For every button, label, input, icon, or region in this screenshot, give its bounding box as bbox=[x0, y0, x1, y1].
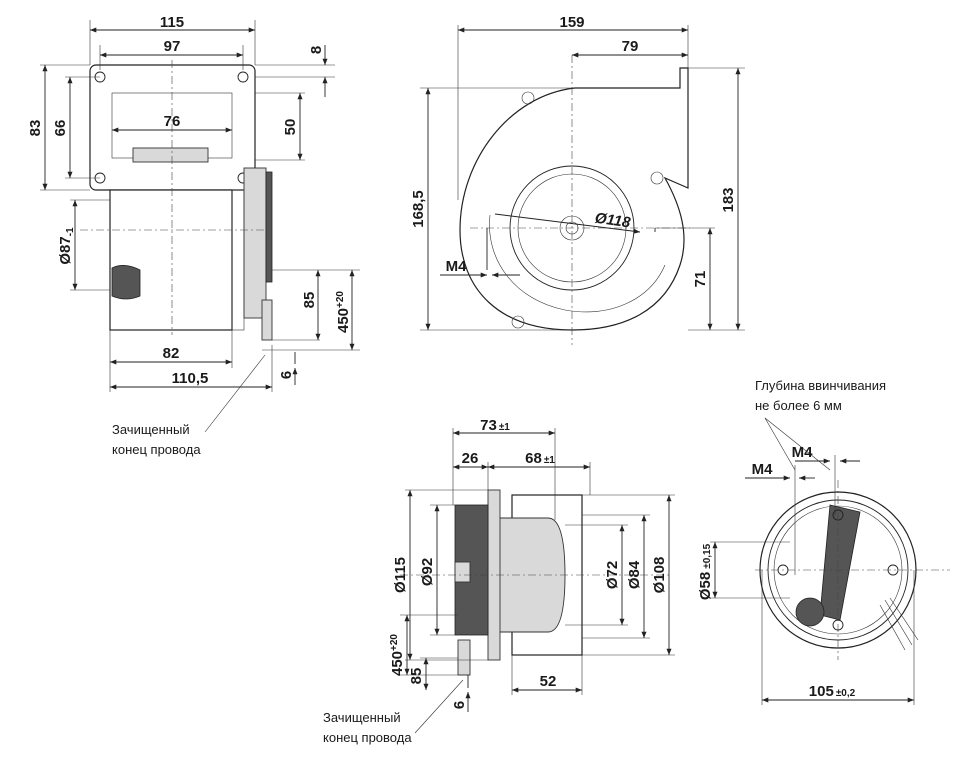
dim-110-5: 110,5 bbox=[172, 370, 209, 387]
dim-76: 76 bbox=[164, 113, 181, 130]
dim-79: 79 bbox=[622, 38, 639, 55]
dim-d58: Ø58 bbox=[697, 572, 714, 600]
front-motor-plate bbox=[243, 167, 267, 319]
dim-82: 82 bbox=[163, 345, 180, 362]
dim-105-tol: ±0,2 bbox=[836, 688, 856, 699]
side-housing bbox=[459, 67, 689, 331]
dim-26: 26 bbox=[462, 450, 479, 467]
front-housing-side bbox=[231, 189, 245, 331]
svg-text:Ø87-1: Ø87-1 bbox=[57, 227, 76, 265]
svg-text:73±1: 73±1 bbox=[480, 417, 510, 434]
dim-73: 73 bbox=[480, 417, 497, 434]
dim-6: 6 bbox=[278, 371, 295, 379]
front-inlet bbox=[111, 265, 141, 300]
motor-note-line2: не более 6 мм bbox=[755, 398, 842, 413]
dim-d118: Ø118 bbox=[594, 210, 632, 232]
front-housing bbox=[109, 189, 233, 331]
front-cable bbox=[261, 299, 273, 341]
motor-note-line1: Глубина ввинчивания bbox=[755, 378, 886, 393]
front-motor-pcb bbox=[265, 171, 273, 283]
motor-view: Глубина ввинчивания не более 6 мм M4 M4 … bbox=[697, 378, 950, 705]
dim-8: 8 bbox=[308, 46, 325, 54]
dim-52: 52 bbox=[540, 673, 557, 690]
svg-text:105±0,2: 105±0,2 bbox=[809, 683, 856, 700]
dim-50: 50 bbox=[282, 119, 299, 136]
dim-168-5: 168,5 bbox=[410, 190, 427, 228]
dim-d87-tol: -1 bbox=[65, 227, 76, 236]
dim-d87: Ø87 bbox=[57, 236, 74, 264]
dim-68: 68 bbox=[525, 450, 542, 467]
svg-text:Ø58±0,15: Ø58 ±0,15 bbox=[697, 543, 714, 600]
dim-68-tol: ±1 bbox=[544, 455, 555, 466]
bottom-cable bbox=[457, 639, 471, 676]
front-note-line2: конец провода bbox=[112, 442, 201, 457]
dim-450b-tol: +20 bbox=[389, 634, 400, 651]
front-outlet-bar bbox=[132, 147, 209, 163]
bottom-note-line1: Зачищенный bbox=[323, 710, 401, 725]
dim-d84: Ø84 bbox=[626, 560, 643, 589]
mount-hole-icon bbox=[511, 91, 664, 329]
dim-73-tol: ±1 bbox=[499, 422, 510, 433]
dim-m4-motor: M4 bbox=[752, 461, 773, 478]
dim-450b: 450 bbox=[389, 651, 406, 676]
dim-159: 159 bbox=[559, 14, 584, 31]
dim-6b: 6 bbox=[451, 701, 468, 709]
dim-m4-motor-b: M4 bbox=[792, 444, 813, 461]
svg-text:450+20: 450+20 bbox=[335, 291, 352, 333]
dim-66: 66 bbox=[52, 120, 69, 137]
dim-450-tol: +20 bbox=[335, 291, 346, 308]
bottom-note-line2: конец провода bbox=[323, 730, 412, 745]
dim-83: 83 bbox=[27, 120, 44, 137]
dim-d108: Ø108 bbox=[651, 557, 668, 594]
dim-85: 85 bbox=[301, 292, 318, 309]
motor-wires bbox=[879, 597, 919, 651]
motor-capacitor bbox=[795, 597, 825, 627]
svg-text:68±1: 68±1 bbox=[525, 450, 555, 467]
front-note-line1: Зачищенный bbox=[112, 422, 190, 437]
dim-d72: Ø72 bbox=[604, 561, 621, 589]
dim-d58-tol: ±0,15 bbox=[702, 543, 713, 568]
dim-105: 105 bbox=[809, 683, 834, 700]
dim-450: 450 bbox=[335, 308, 352, 333]
dim-d115: Ø115 bbox=[392, 557, 409, 593]
bottom-view: 73±1 26 68±1 Ø115 Ø92 Ø72 Ø84 Ø108 450+2… bbox=[323, 417, 675, 745]
dim-115: 115 bbox=[160, 14, 184, 31]
front-view: 115 97 76 8 83 66 50 Ø87-1 85 450+20 6 8… bbox=[27, 14, 360, 457]
dim-85b: 85 bbox=[408, 668, 425, 685]
dim-97: 97 bbox=[164, 38, 181, 55]
dim-m4-side: M4 bbox=[446, 258, 467, 275]
side-view: 159 79 168,5 183 71 Ø118 M4 bbox=[410, 14, 745, 345]
dim-71: 71 bbox=[692, 271, 709, 288]
dim-183: 183 bbox=[720, 187, 737, 212]
dim-d92: Ø92 bbox=[419, 558, 436, 586]
svg-text:450+20: 450+20 bbox=[389, 634, 406, 676]
